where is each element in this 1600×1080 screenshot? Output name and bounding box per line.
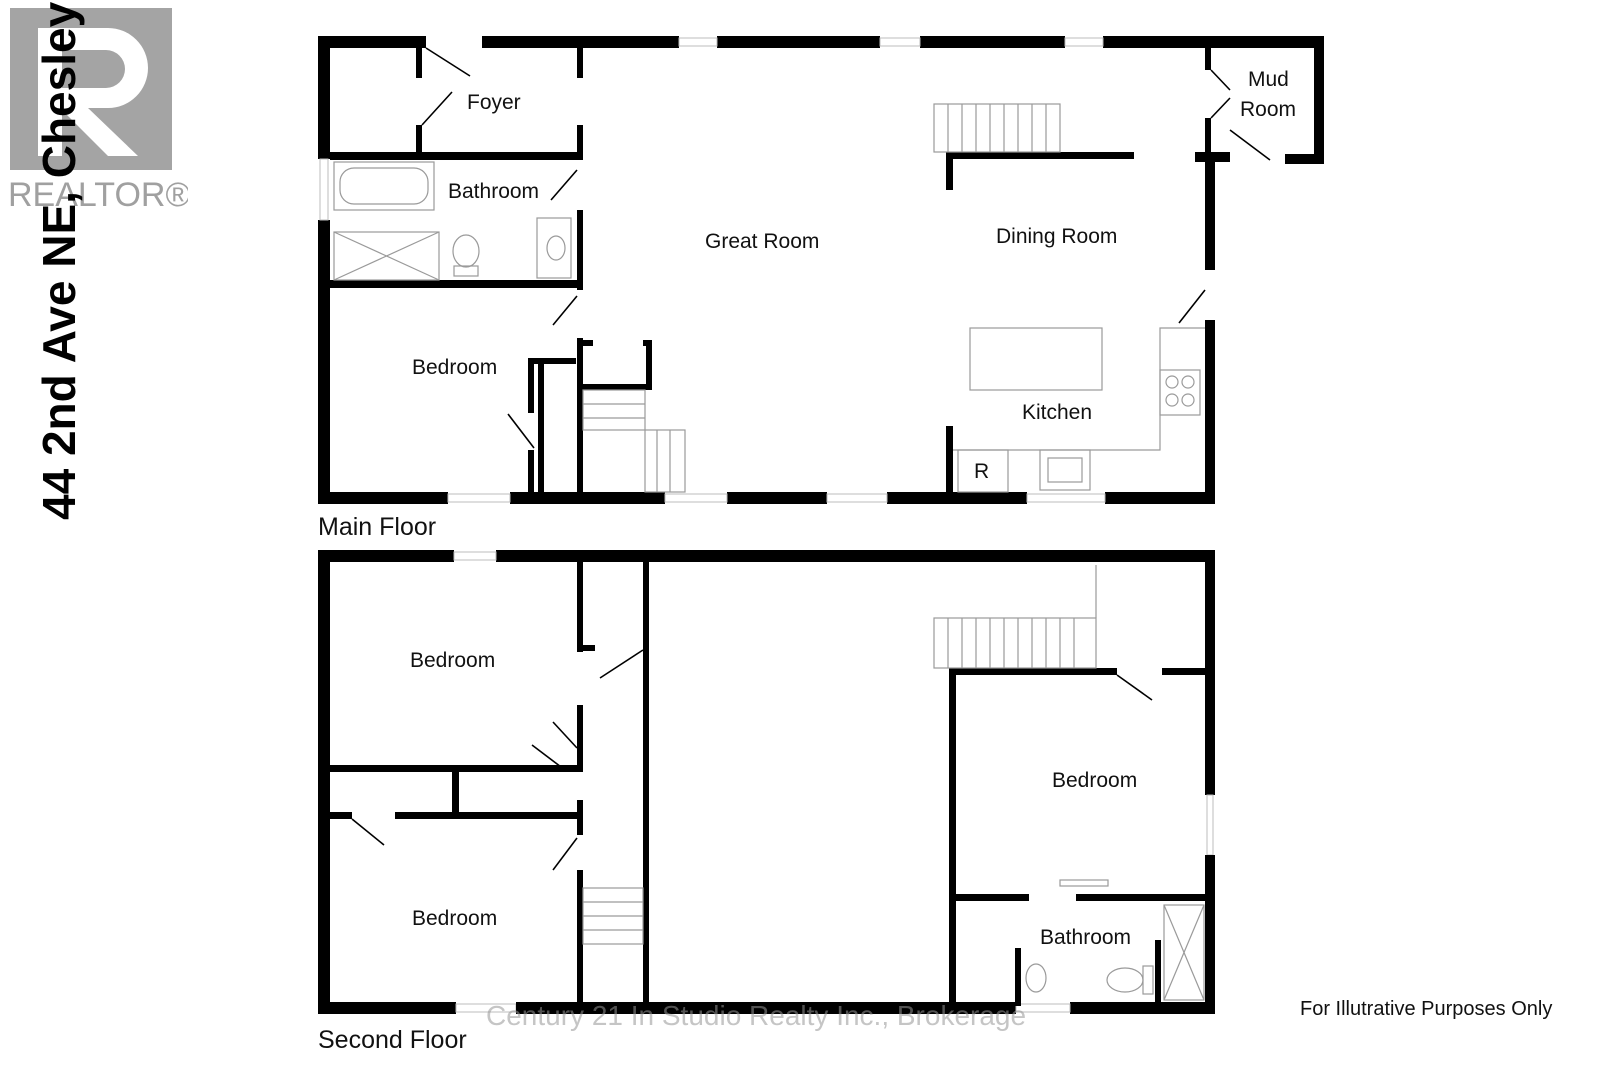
realtor-logo-text: REALTOR® [8,176,188,214]
room-great-room: Great Room [705,230,819,253]
main-floor-fixtures [333,47,1271,493]
bathtub-icon [333,161,435,211]
realtor-logo: REALTOR® [8,8,188,214]
upstairs-toilet-icon [1106,967,1144,993]
room-main-bathroom: Bathroom [448,180,539,203]
brokerage-watermark: Century 21 In Studio Realty Inc., Broker… [486,1000,1027,1031]
disclaimer-note: For Illutrative Purposes Only [1300,998,1553,1020]
realtor-r-icon [38,28,148,156]
room-main-bedroom: Bedroom [412,356,497,379]
main-floor-walls [318,36,1324,504]
stove-icon [1159,369,1201,416]
fridge-box [957,449,1009,493]
room-foyer: Foyer [467,91,521,114]
shower-icon [333,231,440,281]
room-bedroom-top-left: Bedroom [410,649,495,672]
second-floor-walls [318,550,1215,1014]
kitchen-island [969,327,1103,391]
room-mud: Mud [1248,68,1289,91]
room-upstairs-bathroom: Bathroom [1040,926,1131,949]
upstairs-sink-icon [1025,963,1047,993]
toilet-icon [452,234,480,268]
upstairs-shower-icon [1163,904,1205,1001]
room-dining-room: Dining Room [996,225,1117,248]
bathroom-sink-icon [536,217,572,279]
second-floor-fixtures [351,565,1205,1001]
room-bedroom-right: Bedroom [1052,769,1137,792]
room-bedroom-bottom-left: Bedroom [412,907,497,930]
fridge-label: R [974,460,989,483]
second-floor-label: Second Floor [318,1026,467,1054]
kitchen-sink-icon [1039,449,1091,491]
door-swing [425,47,471,77]
room-kitchen: Kitchen [1022,401,1092,424]
main-floor-label: Main Floor [318,513,436,541]
room-mud-room: Room [1240,98,1296,121]
